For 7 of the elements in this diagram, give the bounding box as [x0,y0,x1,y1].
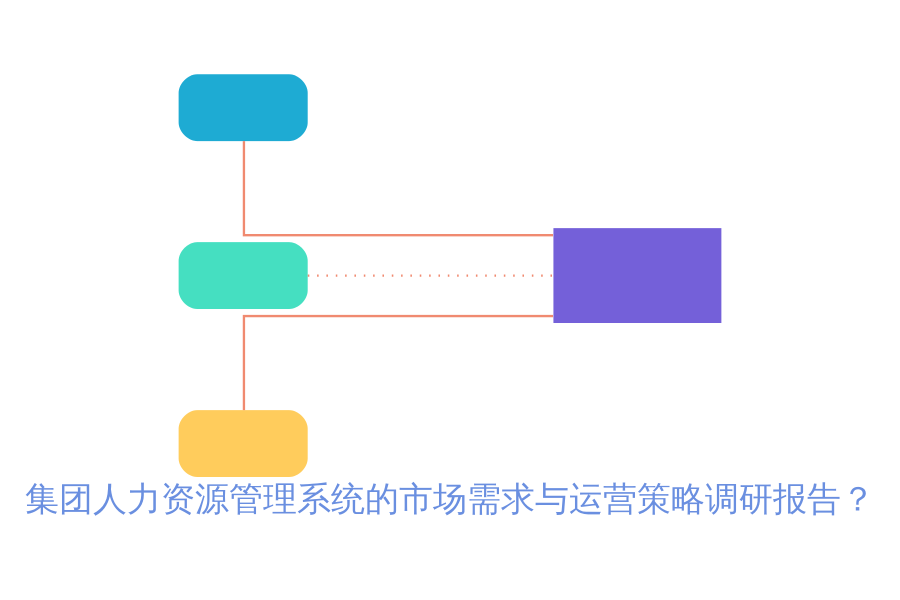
connector [242,140,553,236]
connector [242,314,553,410]
node-box [178,410,308,477]
node-box [178,74,308,141]
caption: 集团人力资源管理系统的市场需求与运营策略调研报告？ [25,479,875,520]
node-box [178,242,308,309]
node-box [553,228,722,323]
